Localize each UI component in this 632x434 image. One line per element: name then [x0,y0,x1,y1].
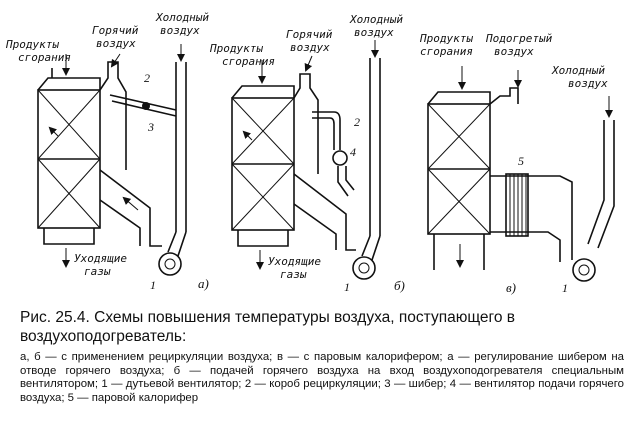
scheme-b [231,40,381,280]
scheme-a [37,44,187,276]
number-1-b: 1 [344,280,350,294]
cold-air-label-c2: воздух [568,77,608,90]
blower-fan-icon [352,256,376,280]
combustion-products-label-c2: сгорания [420,45,473,58]
cold-air-label-b1: Холодный [349,13,403,26]
tag-c: в) [506,280,516,295]
hot-air-label-b1: Горячий [286,28,333,41]
preheated-air-label-1: Подогретый [485,32,553,45]
tag-a: а) [198,276,209,291]
steam-heater-icon [505,173,529,237]
figure-caption-body: а, б — с применением рециркуляции воздух… [20,351,624,404]
blower-fan-icon [158,252,182,276]
combustion-products-label-a1: Продукты [5,38,59,51]
number-2-b: 2 [354,115,360,129]
hot-air-label-a1: Горячий [92,24,139,37]
cold-air-label-b2: воздух [354,26,394,39]
figure-caption-title: Рис. 25.4. Схемы повышения температуры в… [20,309,516,345]
combustion-products-label-a2: сгорания [18,51,71,64]
combustion-products-label-b1: Продукты [209,42,263,55]
hot-air-label-b2: воздух [290,41,330,54]
combustion-products-label-c1: Продукты [419,32,473,45]
number-1-c: 1 [562,281,568,295]
number-5-c: 5 [518,154,524,168]
hot-air-label-a2: воздух [96,37,136,50]
cold-air-label-a1: Холодный [155,11,209,24]
combustion-products-label-b2: сгорания [222,55,275,68]
number-1-a: 1 [150,278,156,292]
exhaust-gases-label-a2: газы [84,265,111,278]
hot-air-fan-icon [332,150,348,166]
cold-air-label-c1: Холодный [551,64,605,77]
cold-air-label-a2: воздух [160,24,200,37]
exhaust-gases-label-b2: газы [280,268,307,281]
tag-b: б) [394,278,405,293]
preheated-air-label-2: воздух [494,45,534,58]
exhaust-gases-label-a1: Уходящие [74,252,127,265]
number-2-a: 2 [144,71,150,85]
blower-fan-icon [572,258,596,282]
damper-icon [142,102,150,110]
number-4-b: 4 [350,145,356,159]
exhaust-gases-label-b1: Уходящие [268,255,321,268]
air-heater-schemes-figure: Продукты сгорания Горячий воздух Холодны… [5,11,615,295]
number-3-a: 3 [147,120,154,134]
scheme-c [427,66,615,282]
